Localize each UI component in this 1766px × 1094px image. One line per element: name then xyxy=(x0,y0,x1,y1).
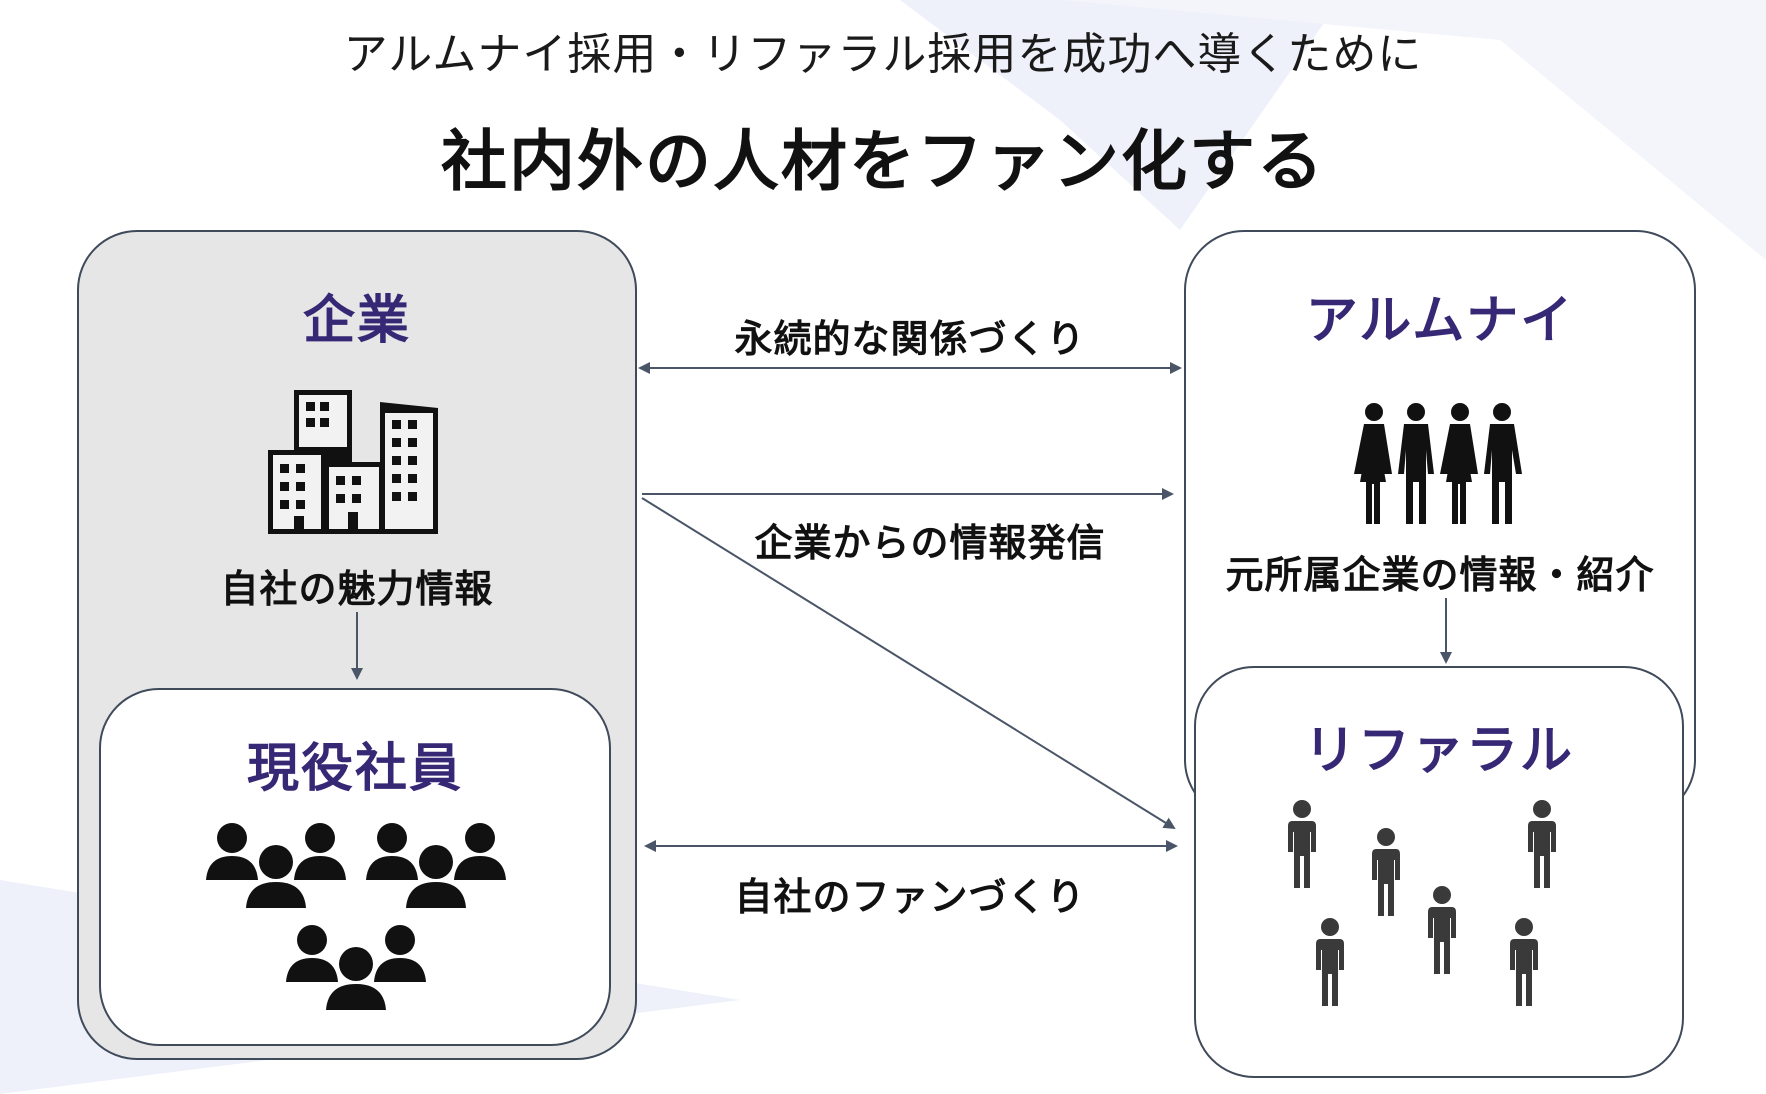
edge-label-fan-building: 自社のファンづくり xyxy=(734,875,1086,919)
alumni-caption: 元所属企業の情報・紹介 xyxy=(1225,553,1655,597)
alumni-heading: アルムナイ xyxy=(1305,291,1575,351)
office-buildings-icon xyxy=(268,390,438,534)
edge-label-long-term: 永続的な関係づくり xyxy=(734,317,1086,361)
edge-label-company-info: 企業からの情報発信 xyxy=(754,521,1106,565)
page-subtitle: アルムナイ採用・リファラル採用を成功へ導くために xyxy=(343,29,1423,80)
page-title: 社内外の人材をファン化する xyxy=(441,123,1325,200)
employees-heading: 現役社員 xyxy=(246,739,463,799)
referral-box xyxy=(1194,666,1684,1078)
company-to-referral-arrow xyxy=(641,497,1176,830)
referral-heading: リファラル xyxy=(1303,721,1574,781)
company-caption: 自社の魅力情報 xyxy=(220,567,494,611)
alumni-people-icon xyxy=(1354,403,1522,524)
company-heading: 企業 xyxy=(302,291,411,351)
